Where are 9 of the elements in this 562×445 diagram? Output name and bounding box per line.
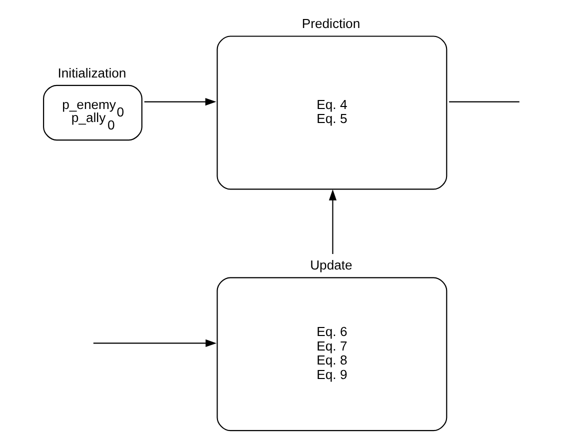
node-label: Update: [310, 258, 352, 273]
node-box: Eq. 4 Eq. 5: [216, 36, 448, 190]
node-label: Initialization: [58, 65, 126, 80]
connector: [449, 101, 520, 102]
arrow: [93, 339, 217, 348]
arrow: [144, 98, 216, 106]
node-box: Eq. 6 Eq. 7 Eq. 8 Eq. 9: [216, 277, 448, 432]
node-label: Prediction: [302, 16, 360, 32]
arrow: [328, 189, 337, 254]
